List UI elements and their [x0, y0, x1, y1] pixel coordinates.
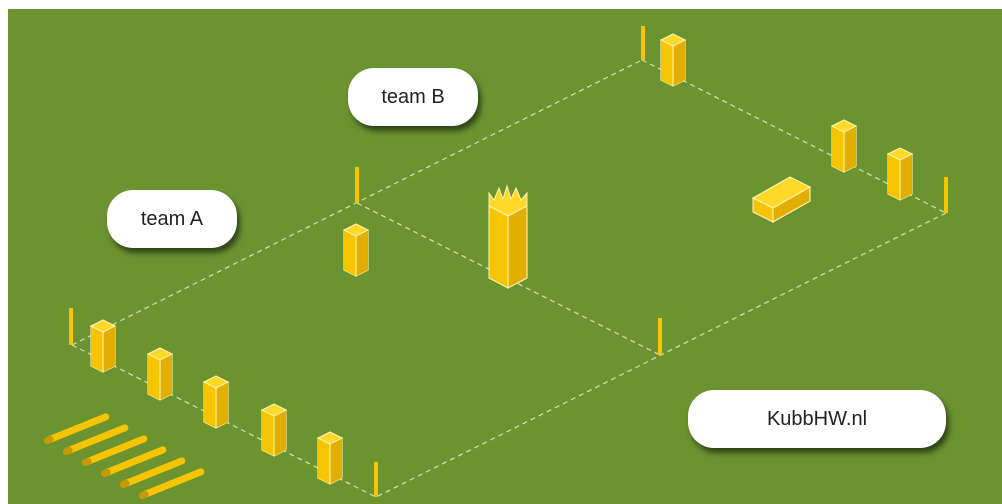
corner-stake-top	[641, 26, 645, 60]
center-line	[356, 202, 661, 356]
site-label-text: KubbHW.nl	[766, 407, 868, 430]
kubb-a-5	[317, 431, 343, 485]
kubb-a-3	[203, 375, 229, 429]
center-stake-top	[355, 167, 359, 203]
site-label: KubbHW.nl	[688, 390, 946, 448]
fallen-kubb	[751, 176, 812, 223]
king	[488, 184, 528, 289]
corner-stake-right	[944, 177, 948, 213]
team-b-label: team B	[348, 68, 478, 126]
kubb-b-2	[831, 119, 857, 173]
team-a-label: team A	[107, 190, 237, 248]
kubb-b-3	[887, 147, 913, 201]
corner-stake-left	[69, 308, 73, 345]
team-a-label-text: team A	[140, 207, 204, 230]
kubb-a-4	[261, 403, 287, 457]
center-stake-bottom	[658, 318, 662, 355]
kubb-b-1	[660, 33, 686, 87]
kubb-a-1	[90, 319, 116, 373]
kubb-a-2	[147, 347, 173, 401]
team-b-label-text: team B	[381, 85, 445, 108]
stakes	[69, 26, 948, 497]
field-kubb	[343, 223, 369, 277]
corner-stake-bottom	[374, 462, 378, 497]
